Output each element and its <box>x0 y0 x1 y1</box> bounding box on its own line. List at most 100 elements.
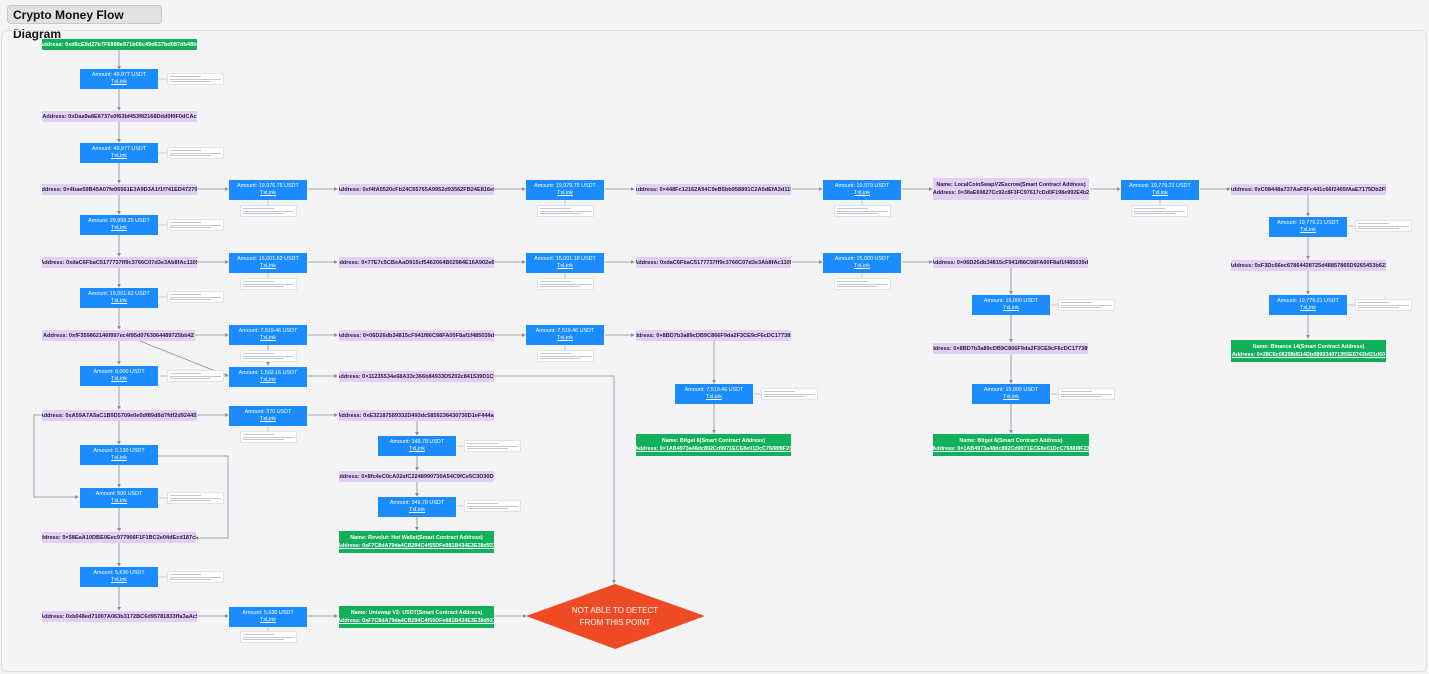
note-box <box>537 350 594 362</box>
address-node[interactable]: Address: 0×8fc4eC0cA02afC2248990730A54C9… <box>339 471 494 482</box>
tx-link[interactable]: TxLink <box>1003 305 1019 311</box>
note-box <box>464 440 521 452</box>
amount-label: Amount: 7,519.46 USDT <box>535 328 595 334</box>
tx-link[interactable]: TxLink <box>854 263 870 269</box>
address-node[interactable]: Address: 0xF3Dc66ec67864428725d48857865D… <box>1231 260 1386 271</box>
contract-address[interactable]: Address: 0×38aE69827Cc92c8F3FC97617cDd0F… <box>933 190 1089 196</box>
named-contract-revolut[interactable]: Name: Revolut: Hot Wallet(Smart Contract… <box>339 531 494 553</box>
tx-link[interactable]: TxLink <box>1300 305 1316 311</box>
address-node[interactable]: Address: 0×06D26db34815cF941f86C98FA00F8… <box>933 257 1088 268</box>
address-node-start[interactable]: Address: 0xd6cE9d27b7F6998e971b06c49d637… <box>42 39 197 50</box>
address-node[interactable]: Address: 0×77E7c5CBeAaD915cf5462064B0298… <box>339 257 494 268</box>
address-node[interactable]: Address: 0xdaC6FbaC5177737ff9c3766C07d3e… <box>636 257 791 268</box>
tx-link[interactable]: TxLink <box>260 377 276 383</box>
address-node[interactable]: Address: 0xfF359862146f997ec4f95d0763064… <box>42 330 195 341</box>
note-box <box>464 500 521 512</box>
tx-link[interactable]: TxLink <box>1152 190 1168 196</box>
tx-link[interactable]: TxLink <box>1003 394 1019 400</box>
address-node[interactable]: Address: 0xDaa9a8E6737e0f63bf453f82168Dd… <box>42 111 197 122</box>
tx-link[interactable]: TxLink <box>111 225 127 231</box>
contract-address[interactable]: Address: 0×1AB4973a48dc892Cd9971ECE8e01D… <box>933 446 1089 452</box>
address-node[interactable]: Address: 0×448Fc12162A94C9eB5bb958891C2A… <box>636 184 791 195</box>
tx-link[interactable]: TxLink <box>260 416 276 422</box>
tx-link[interactable]: TxLink <box>111 577 127 583</box>
tx-link[interactable]: TxLink <box>409 446 425 452</box>
amount-label: Amount: 1,502.16 USDT <box>238 370 298 376</box>
address-node[interactable]: Address: 0xf4fA0520cFb24C55765A9952d9356… <box>339 184 494 195</box>
address-node[interactable]: Address: 0×8BD7b3a89cDB9C866F9da2F3CE9cF… <box>933 343 1088 354</box>
tx-link[interactable]: TxLink <box>260 617 276 623</box>
amount-label: Amount: 19,779.21 USDT <box>1277 298 1339 304</box>
tx-link[interactable]: TxLink <box>111 376 127 382</box>
address-node[interactable]: Address: 0xA59A7A5aC1B9D5709e0e0df89d8d7… <box>42 410 197 421</box>
contract-name: Name: LocalCoinSwapV2Escrow(Smart Contra… <box>936 182 1086 188</box>
named-contract-uniswap[interactable]: Name: Uniswap V2: USDT(Smart Contract Ad… <box>339 606 494 628</box>
address-node[interactable]: Address: 0×4bae59B45A07fe06561E3A9D3A1f1… <box>42 184 197 195</box>
address-node[interactable]: Address: 0xC08448a737AaF0Fc441c66f2465fA… <box>1231 184 1386 195</box>
note-box <box>167 370 224 382</box>
tx-link[interactable]: TxLink <box>854 190 870 196</box>
tx-link[interactable]: TxLink <box>260 263 276 269</box>
contract-address[interactable]: Address: 0×28C6c06298d514Db089934071355E… <box>1231 352 1386 358</box>
address-node[interactable]: Address: 0×8BD7b3a89cDB9C866F9da2F3CE9cF… <box>636 330 791 341</box>
named-contract-bitget[interactable]: Name: Bitget 6(Smart Contract Address) Ad… <box>933 434 1089 456</box>
tx-link[interactable]: TxLink <box>111 79 127 85</box>
amount-label: Amount: 8,000 USDT <box>93 369 145 375</box>
tx-link[interactable]: TxLink <box>111 298 127 304</box>
tx-link[interactable]: TxLink <box>1300 227 1316 233</box>
tx-link[interactable]: TxLink <box>111 498 127 504</box>
amount-label: Amount: 500 USDT <box>95 491 143 497</box>
named-contract-bitget[interactable]: Name: Bitget 6(Smart Contract Address)Ad… <box>636 434 791 456</box>
contract-address[interactable]: Address: 0xF7C8dA79da4CB294C4f55DFe881B4… <box>339 543 494 549</box>
tx-link[interactable]: TxLink <box>260 190 276 196</box>
address-node[interactable]: Address: 0×06D26db34815cF941f86C98FA00F8… <box>339 330 494 341</box>
address-node[interactable]: Address: 0×58EaA10DBE0Eec977966F1F1BC2e0… <box>42 532 196 543</box>
named-contract-binance[interactable]: Name: Binance 14(Smart Contract Address)… <box>1231 340 1386 362</box>
tx-link[interactable]: TxLink <box>706 394 722 400</box>
address-node[interactable]: Address: 0xdaC6FbaC5177737ff9c3766C07d3e… <box>42 257 197 268</box>
contract-name: Name: Bitget 6(Smart Contract Address) <box>959 438 1063 444</box>
contract-address[interactable]: Address: 0×1AB4973a48dc892Cd9971ECE8e01D… <box>636 446 791 452</box>
tx-link[interactable]: TxLink <box>111 455 127 461</box>
note-box <box>1131 205 1188 217</box>
address-node[interactable]: Address: 0×11235534e68A33c366b84933D5202… <box>339 371 494 382</box>
named-contract-localcoinswap[interactable]: Name: LocalCoinSwapV2Escrow(Smart Contra… <box>933 178 1089 200</box>
amount-label: Amount: 15,001.18 USDT <box>534 256 596 262</box>
address-node[interactable]: Address: 0xb048ed71007A063b3172BC6d95781… <box>42 611 197 622</box>
tx-link[interactable]: TxLink <box>557 263 573 269</box>
address-node[interactable]: Address: 0xE32187589332D493dc58592384307… <box>339 410 494 421</box>
contract-address[interactable]: Address: 0xF7C8dA79da4CB294C4f55DFe881B4… <box>339 618 494 624</box>
tx-link[interactable]: TxLink <box>260 335 276 341</box>
tx-link[interactable]: TxLink <box>409 507 425 513</box>
tx-link[interactable]: TxLink <box>111 153 127 159</box>
tx-link[interactable]: TxLink <box>557 190 573 196</box>
tx-link[interactable]: TxLink <box>557 335 573 341</box>
